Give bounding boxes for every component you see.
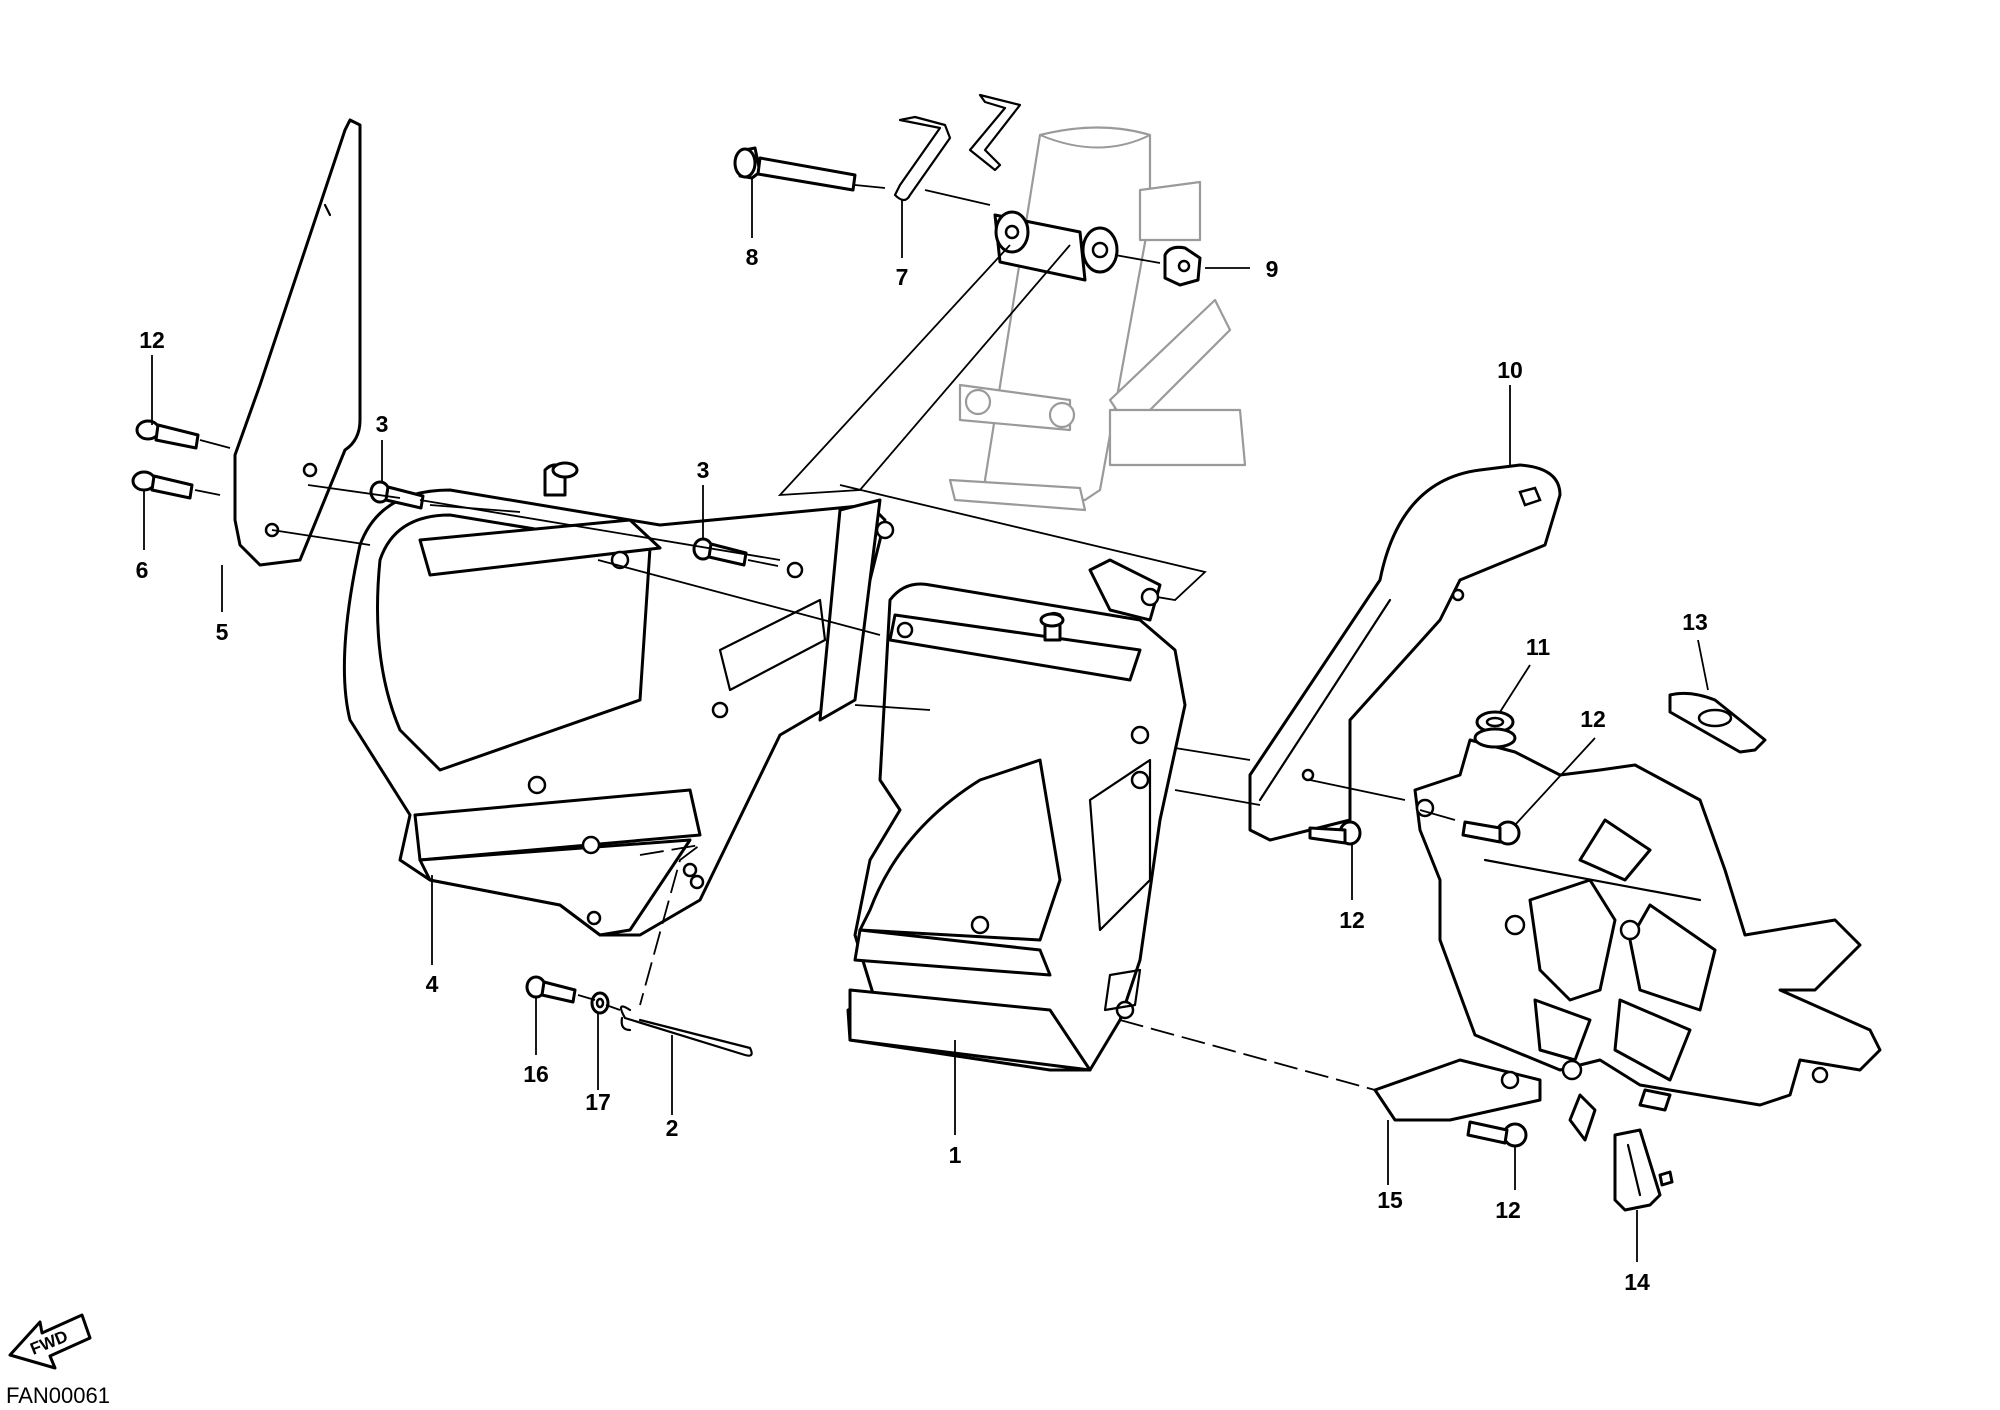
assembly-lines (194, 184, 1456, 1091)
grommet (1473, 710, 1517, 749)
callout-14: 14 (1624, 1269, 1650, 1295)
callout-15: 15 (1377, 1187, 1403, 1213)
long-bolt (733, 146, 857, 192)
cotter-pin (619, 1005, 753, 1057)
left-side-plate (233, 118, 362, 567)
callout-10: 10 (1497, 357, 1523, 383)
callout-3-left: 3 (376, 411, 389, 437)
headlight-mount-tube (993, 210, 1119, 282)
right-air-duct (846, 558, 1187, 1072)
flange-nut (1163, 245, 1202, 287)
callout-6: 6 (136, 557, 149, 583)
callout-9: 9 (1266, 256, 1279, 282)
callout-3-center: 3 (697, 457, 710, 483)
right-side-bracket (1248, 463, 1562, 842)
callout-12-center: 12 (1339, 907, 1365, 933)
callout-12-right: 12 (1580, 706, 1606, 732)
callout-13: 13 (1682, 609, 1708, 635)
callout-12-top-left: 12 (139, 327, 165, 353)
spring-clips (893, 93, 1022, 202)
callout-4: 4 (426, 971, 439, 997)
right-frame-bracket (1373, 738, 1882, 1142)
callout-1: 1 (949, 1142, 962, 1168)
fwd-arrow-icon: FWD (8, 1313, 92, 1370)
callout-labels: 1 2 3 3 4 5 6 7 8 9 10 11 12 12 12 12 13… (136, 244, 1708, 1295)
callout-8: 8 (746, 244, 759, 270)
frame-ghost (948, 126, 1247, 512)
bolts (131, 419, 1528, 1148)
callout-12-bottom: 12 (1495, 1197, 1521, 1223)
callout-17: 17 (585, 1089, 611, 1115)
callout-2: 2 (666, 1115, 679, 1141)
callout-11: 11 (1526, 634, 1551, 660)
callout-5: 5 (216, 619, 229, 645)
rubber-pad (1668, 691, 1767, 754)
diagram-code: FAN00061 (6, 1383, 110, 1408)
callout-pointers (143, 178, 1709, 1262)
callout-16: 16 (523, 1061, 549, 1087)
clip-nut (1613, 1128, 1674, 1212)
callout-7: 7 (896, 264, 909, 290)
